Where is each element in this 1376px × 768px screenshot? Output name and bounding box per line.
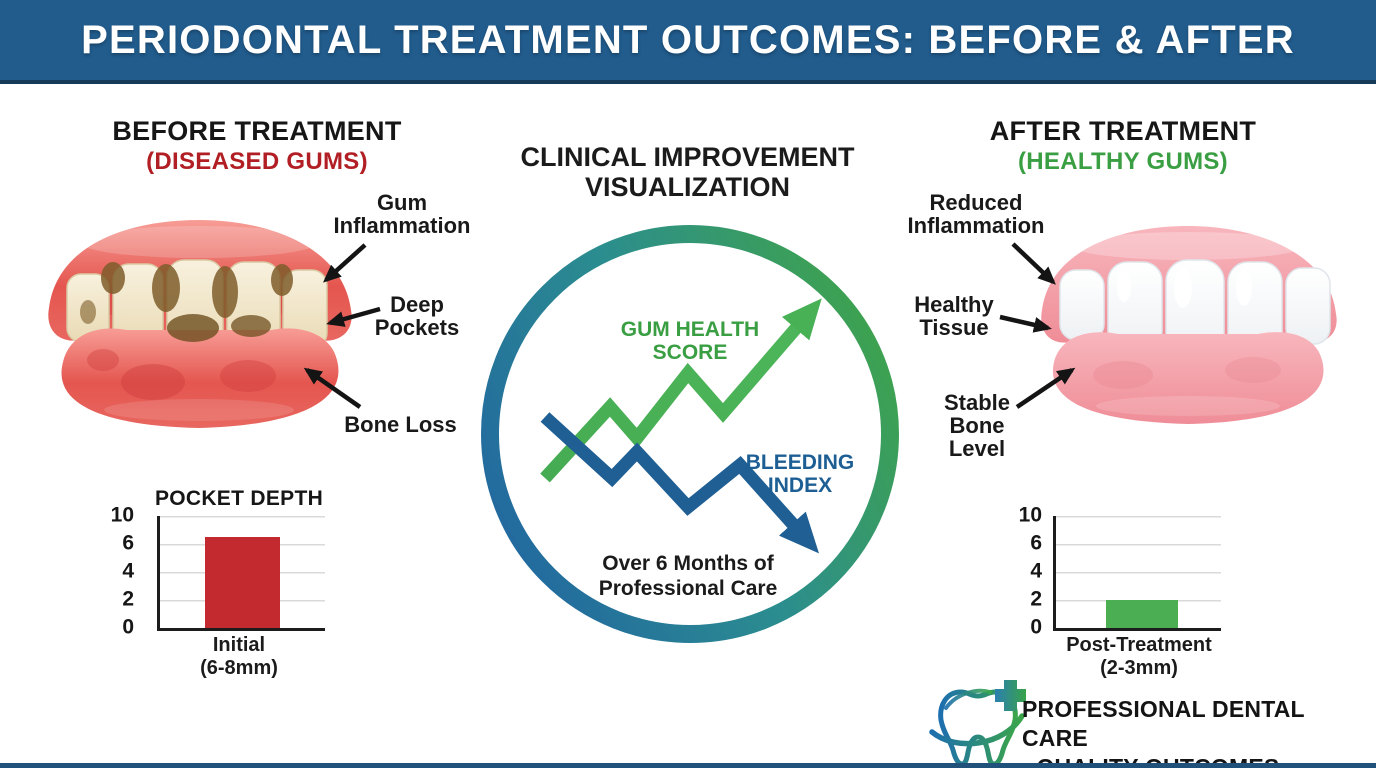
callout-line: Gum [376,190,428,215]
callout-line: Deep [390,292,444,317]
diseased-lower-gum [61,328,339,428]
ytick: 6 [1030,531,1042,555]
ytick: 0 [1030,615,1042,639]
pocket-depth-chart-title: POCKET DEPTH [154,487,324,510]
logo-text-line1: PROFESSIONAL DENTAL CARE [1022,696,1305,751]
diseased-gums-illustration [48,220,352,428]
callout-line: Inflammation [907,213,1045,238]
ytick: 2 [1030,587,1042,611]
callout-stable-bone-level: Stable Bone Level [906,391,1048,460]
improvement-circle-graphic [481,225,899,643]
center-title-line1: CLINICAL IMPROVEMENT [520,142,855,172]
circle-caption: Over 6 Months of Professional Care [578,551,798,601]
pocket-depth-xlabel: Initial (6-8mm) [129,634,349,680]
logo-swoosh-top [944,688,992,710]
bleeding-index-down-trend-arrow-icon [540,412,819,554]
healthy-lower-gum [1052,332,1324,424]
post-treatment-bar [1105,600,1179,628]
callout-line: Bone Loss [344,412,457,437]
after-treatment-title: AFTER TREATMENT [989,116,1257,146]
bottom-accent-strip [0,763,1376,768]
callout-line: Inflammation [333,213,471,238]
healthy-teeth [1059,259,1331,357]
dental-logo-tooth-icon [929,680,1026,767]
ytick: 4 [1030,559,1042,583]
logo-swoosh [929,713,1025,747]
before-treatment-title: BEFORE TREATMENT [112,116,402,146]
medical-cross-icon [995,680,1026,711]
post-treatment-plot [1053,516,1221,631]
callout-line: Healthy [914,292,994,317]
pocket-depth-yaxis: 10 6 4 2 0 [92,504,140,639]
callout-gum-inflammation: Gum Inflammation [322,191,482,237]
center-title-line2: VISUALIZATION [585,172,790,202]
ytick: 10 [110,503,134,527]
xlabel-line: (6-8mm) [200,657,278,679]
ytick: 10 [1018,503,1042,527]
label-line: BLEEDING [745,451,855,474]
healthy-gums-illustration [1041,226,1337,424]
callout-line: Stable [943,390,1011,415]
before-treatment-subtitle: (DISEASED GUMS) [146,148,368,175]
caption-line: Professional Care [598,577,778,600]
initial-pocket-depth-bar [204,537,281,628]
xlabel-line: Post-Treatment [1066,634,1212,656]
caption-line: Over 6 Months of [602,552,774,575]
callout-healthy-tissue: Healthy Tissue [880,293,1028,339]
callout-line: Tissue [919,315,989,340]
gradient-ring [481,225,899,643]
callout-line: Reduced [929,190,1023,215]
page-title: PERIODONTAL TREATMENT OUTCOMES: BEFORE &… [81,17,1295,62]
center-title: CLINICAL IMPROVEMENT VISUALIZATION [450,142,925,202]
label-line: INDEX [767,474,833,497]
label-line: GUM HEALTH [620,318,760,341]
callout-line: Pockets [374,315,460,340]
callout-deep-pockets: Deep Pockets [347,293,487,339]
xlabel-line: (2-3mm) [1100,657,1178,679]
post-treatment-yaxis: 10 6 4 2 0 [1000,504,1048,639]
callout-bone-loss: Bone Loss [333,413,468,436]
logo-text: PROFESSIONAL DENTAL CARE - QUALITY OUTCO… [1022,695,1362,768]
ytick: 2 [122,587,134,611]
callout-reduced-inflammation: Reduced Inflammation [895,191,1057,237]
pocket-depth-plot [157,516,325,631]
callout-line: Level [948,436,1006,461]
ytick: 4 [122,559,134,583]
post-treatment-xlabel: Post-Treatment (2-3mm) [1029,634,1249,680]
ytick: 0 [122,615,134,639]
callout-line: Bone [949,413,1005,438]
xlabel-line: Initial [212,634,266,656]
gum-health-score-label: GUM HEALTH SCORE [575,318,805,364]
header-banner: PERIODONTAL TREATMENT OUTCOMES: BEFORE &… [0,0,1376,84]
gum-health-up-trend-arrow-icon [540,298,822,483]
bleeding-index-label: BLEEDING INDEX [705,451,895,497]
after-treatment-subtitle: (HEALTHY GUMS) [1018,148,1228,175]
ytick: 6 [122,531,134,555]
label-line: SCORE [652,341,728,364]
tartar-deposits [80,262,293,342]
